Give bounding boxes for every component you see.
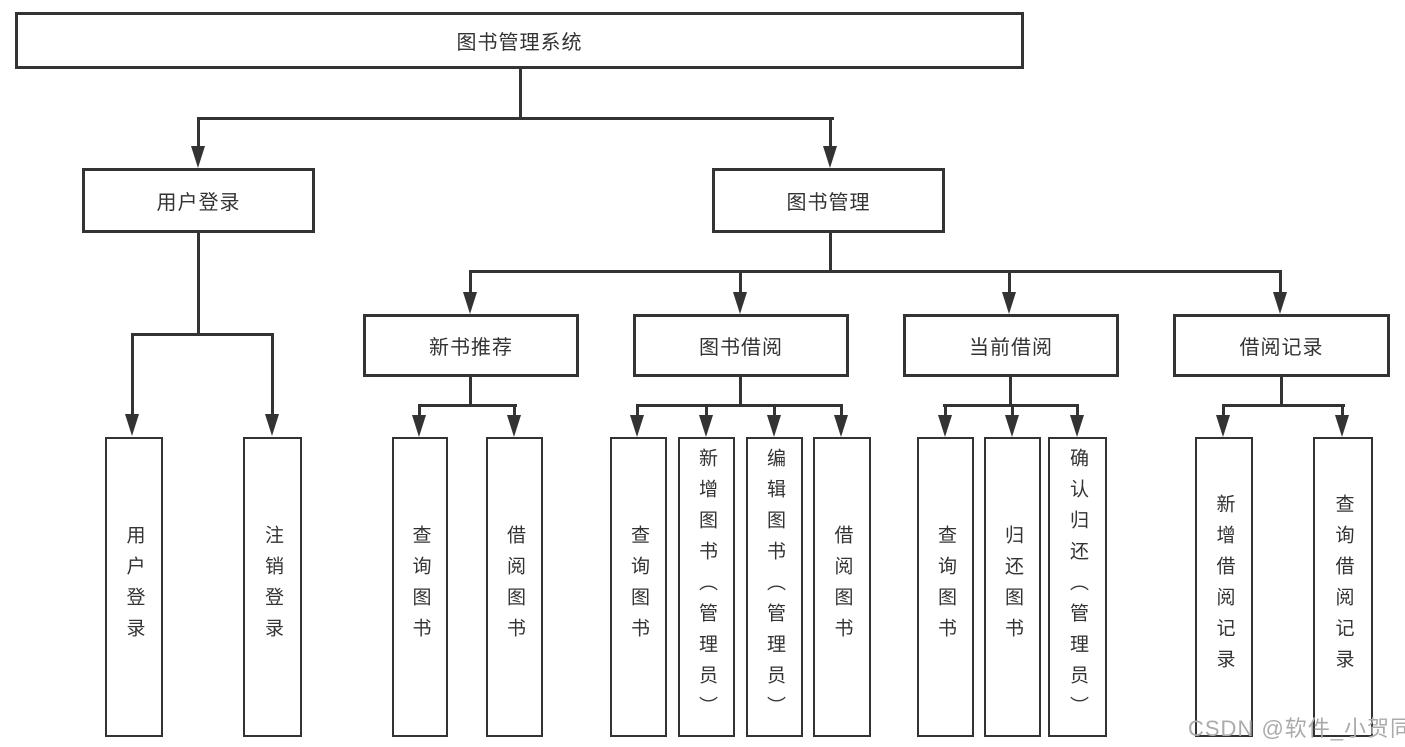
leaf-query-books-2-label: 查询图书 (628, 525, 649, 649)
node-user-login: 用户登录 (82, 168, 315, 233)
leaf-add-borrow-record-label: 新增借阅记录 (1213, 494, 1235, 680)
leaf-add-books-admin-label: 新增图书（管理员） (696, 447, 717, 727)
connector-root-hline (197, 117, 834, 120)
node-current-borrowing-label: 当前借阅 (969, 337, 1053, 359)
connector-arrow-book-mgmt-stem (829, 117, 832, 148)
connector-arrow-stem (271, 333, 274, 416)
arrowhead-icon (463, 292, 477, 314)
connector-login-hline (131, 333, 274, 336)
leaf-query-books-3: 查询图书 (917, 437, 974, 737)
arrowhead-icon (125, 414, 139, 436)
connector-group-stub (739, 376, 742, 406)
connector-arrow-stem (469, 270, 472, 294)
leaf-query-borrow-record: 查询借阅记录 (1313, 437, 1373, 737)
connector-arrow-stem (739, 270, 742, 294)
arrowhead-icon (1216, 415, 1230, 437)
leaf-borrow-books-2-label: 借阅图书 (831, 525, 853, 649)
node-new-book-recommendation: 新书推荐 (363, 314, 579, 377)
leaf-logout: 注销登录 (243, 437, 302, 737)
connector-arrow-stem (1279, 270, 1282, 294)
connector-arrow-stem (1008, 270, 1011, 294)
connector-group-hline (636, 404, 843, 407)
leaf-query-borrow-record-label: 查询借阅记录 (1332, 494, 1354, 680)
node-book-management-label: 图书管理 (786, 192, 871, 214)
connector-root-stub (519, 69, 522, 119)
leaf-edit-books-admin-label: 编辑图书（管理员） (764, 447, 785, 727)
connector-arrow-stem (1222, 404, 1225, 417)
connector-group-hline (1222, 404, 1345, 407)
leaf-borrow-books-1-label: 借阅图书 (504, 525, 525, 649)
connector-arrow-stem (1341, 404, 1344, 417)
arrowhead-icon (733, 292, 747, 314)
leaf-query-books-3-label: 查询图书 (935, 525, 956, 649)
leaf-user-login: 用户登录 (105, 437, 163, 737)
leaf-return-books-label: 归还图书 (1002, 525, 1023, 649)
arrowhead-icon (507, 415, 521, 437)
connector-group-stub (1280, 376, 1283, 406)
connector-mgmt-hline (470, 270, 1282, 273)
connector-arrow-stem (840, 404, 843, 417)
node-book-management: 图书管理 (712, 168, 945, 233)
leaf-add-borrow-record: 新增借阅记录 (1195, 437, 1253, 737)
connector-arrow-stem (131, 333, 134, 416)
arrowhead-icon (938, 415, 952, 437)
leaf-edit-books-admin: 编辑图书（管理员） (746, 437, 803, 737)
connector-group-stub (1009, 376, 1012, 406)
leaf-confirm-return-admin: 确认归还（管理员） (1048, 437, 1107, 737)
connector-arrow-stem (418, 404, 421, 417)
leaf-borrow-books-1: 借阅图书 (486, 437, 543, 737)
arrowhead-icon (823, 146, 837, 168)
connector-arrow-stem (705, 404, 708, 417)
leaf-confirm-return-admin-label: 确认归还（管理员） (1067, 447, 1088, 727)
node-current-borrowing: 当前借阅 (903, 314, 1119, 377)
arrowhead-icon (1070, 415, 1084, 437)
leaf-return-books: 归还图书 (984, 437, 1041, 737)
leaf-add-books-admin: 新增图书（管理员） (678, 437, 735, 737)
arrowhead-icon (1005, 415, 1019, 437)
arrowhead-icon (1002, 292, 1016, 314)
arrowhead-icon (767, 415, 781, 437)
leaf-borrow-books-2: 借阅图书 (813, 437, 871, 737)
node-borrowing-records-label: 借阅记录 (1239, 337, 1324, 359)
connector-arrow-stem (636, 404, 639, 417)
connector-arrow-stem (1011, 404, 1014, 417)
leaf-query-books-1-label: 查询图书 (409, 525, 431, 649)
connector-group-stub (469, 376, 472, 406)
connector-arrow-stem (1076, 404, 1079, 417)
arrowhead-icon (191, 146, 205, 168)
leaf-query-books-2: 查询图书 (610, 437, 667, 737)
connector-mgmt-stub (829, 232, 832, 272)
arrowhead-icon (412, 415, 426, 437)
connector-arrow-stem (944, 404, 947, 417)
node-user-login-label: 用户登录 (156, 192, 241, 214)
leaf-user-login-label: 用户登录 (123, 525, 145, 649)
node-root-label: 图书管理系统 (456, 32, 583, 54)
arrowhead-icon (265, 414, 279, 436)
leaf-query-books-1: 查询图书 (392, 437, 448, 737)
arrowhead-icon (834, 415, 848, 437)
connector-group-hline (418, 404, 517, 407)
connector-arrow-user-login-stem (197, 117, 200, 148)
node-root: 图书管理系统 (15, 12, 1024, 69)
node-book-borrowing: 图书借阅 (633, 314, 849, 377)
node-new-book-recommendation-label: 新书推荐 (429, 337, 513, 359)
connector-arrow-stem (773, 404, 776, 417)
arrowhead-icon (699, 415, 713, 437)
arrowhead-icon (1335, 415, 1349, 437)
connector-arrow-stem (513, 404, 516, 417)
leaf-logout-label: 注销登录 (262, 525, 283, 649)
csdn-watermark: CSDN @软件_小贺同学 (1188, 716, 1405, 741)
node-borrowing-records: 借阅记录 (1173, 314, 1390, 377)
arrowhead-icon (630, 415, 644, 437)
connector-login-stub (197, 232, 200, 336)
arrowhead-icon (1273, 292, 1287, 314)
node-book-borrowing-label: 图书借阅 (699, 337, 783, 359)
